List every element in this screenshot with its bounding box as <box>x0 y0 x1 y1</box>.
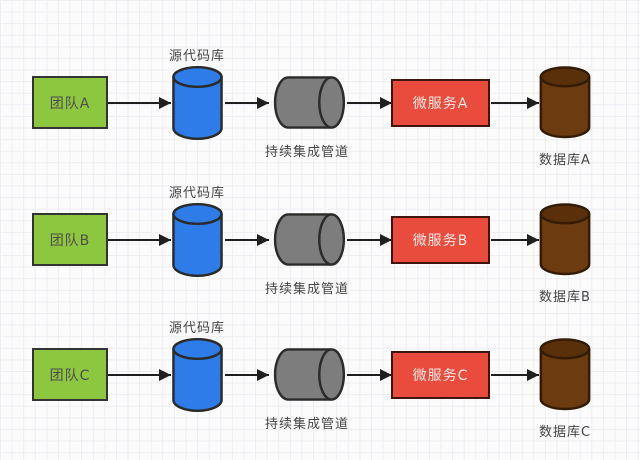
ci-pipeline-cylinder-icon <box>268 75 346 131</box>
pipeline-row-c: 团队C 源代码库 持续集成管道 微服务C 数据库C <box>0 300 640 450</box>
arrow-repo-to-pipeline-icon <box>225 369 269 381</box>
database-cylinder-icon <box>538 66 592 139</box>
ci-pipeline-label: 持续集成管道 <box>264 145 349 160</box>
team-box: 团队A <box>32 76 108 129</box>
arrow-repo-to-pipeline-icon <box>225 234 269 246</box>
arrow-pipeline-to-service-icon <box>347 369 392 381</box>
arrow-team-to-repo-icon <box>108 234 171 246</box>
source-repo-cylinder-icon <box>171 65 224 142</box>
microservice-label: 微服务B <box>412 233 469 249</box>
ci-pipeline-cylinder-icon <box>268 212 346 268</box>
ci-pipeline-label: 持续集成管道 <box>264 417 349 432</box>
arrow-pipeline-to-service-icon <box>347 234 392 246</box>
team-box: 团队C <box>32 348 108 401</box>
arrow-team-to-repo-icon <box>108 369 171 381</box>
database-cylinder-icon <box>538 338 592 411</box>
arrow-repo-to-pipeline-icon <box>225 97 269 109</box>
arrow-service-to-database-icon <box>491 369 539 381</box>
arrow-service-to-database-icon <box>491 234 539 246</box>
microservice-label: 微服务A <box>412 96 469 112</box>
pipeline-row-b: 团队B 源代码库 持续集成管道 微服务B 数据库B <box>0 165 640 315</box>
team-label: 团队B <box>49 232 91 249</box>
source-repo-cylinder-icon <box>171 202 224 279</box>
team-label: 团队C <box>49 367 91 384</box>
database-label: 数据库B <box>539 290 591 305</box>
microservice-box: 微服务A <box>391 79 490 127</box>
microservice-box: 微服务C <box>391 351 490 399</box>
team-box: 团队B <box>32 213 108 266</box>
source-repo-label: 源代码库 <box>168 49 225 64</box>
ci-pipeline-cylinder-icon <box>268 347 346 403</box>
arrow-team-to-repo-icon <box>108 97 171 109</box>
database-cylinder-icon <box>538 203 592 276</box>
source-repo-label: 源代码库 <box>168 321 225 336</box>
source-repo-cylinder-icon <box>171 337 224 414</box>
database-label: 数据库C <box>538 425 592 440</box>
microservice-box: 微服务B <box>391 216 490 264</box>
source-repo-label: 源代码库 <box>168 186 225 201</box>
ci-pipeline-label: 持续集成管道 <box>264 282 349 297</box>
arrow-service-to-database-icon <box>491 97 539 109</box>
arrow-pipeline-to-service-icon <box>347 97 392 109</box>
microservice-label: 微服务C <box>412 368 469 384</box>
team-label: 团队A <box>49 95 91 112</box>
pipeline-row-a: 团队A 源代码库 持续集成管道 微服务A 数据库A <box>0 28 640 178</box>
database-label: 数据库A <box>539 153 591 168</box>
